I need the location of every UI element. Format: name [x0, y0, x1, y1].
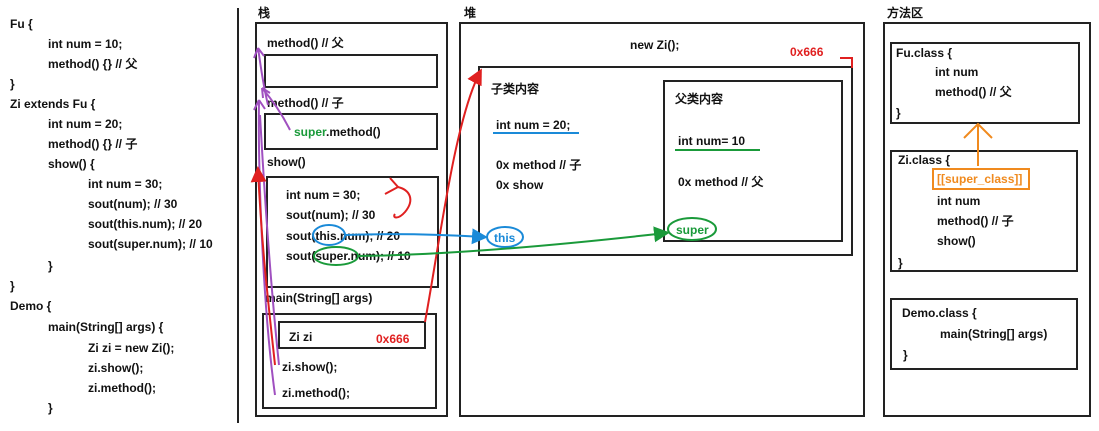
- demo-main: main(String[] args): [940, 327, 1048, 341]
- parent-num-underline: [675, 149, 760, 151]
- code-line: zi.show();: [88, 361, 144, 375]
- parent-content-title: 父类内容: [675, 92, 724, 106]
- super-call: super.method(): [294, 125, 381, 139]
- zi-method: method() // 子: [937, 214, 1014, 228]
- main-call: zi.method();: [282, 386, 350, 400]
- code-line: sout(this.num); // 20: [88, 217, 202, 231]
- child-num: int num = 20;: [496, 118, 571, 132]
- child-show: 0x show: [496, 178, 544, 192]
- zi-num: int num: [937, 194, 981, 208]
- show-line: int num = 30;: [286, 188, 361, 202]
- this-tag: this: [494, 231, 516, 245]
- new-object-label: new Zi();: [630, 38, 680, 52]
- demo-close: }: [903, 348, 908, 362]
- local-var-label: Zi zi: [289, 330, 313, 344]
- zi-class-label: Zi.class {: [898, 153, 951, 167]
- zi-close: }: [898, 256, 903, 270]
- code-line: }: [10, 77, 15, 91]
- heap-title: 堆: [464, 6, 477, 20]
- code-line: main(String[] args) {: [48, 320, 164, 334]
- fu-num: int num: [935, 65, 979, 79]
- frame-method-parent: [264, 54, 438, 88]
- method-area-title: 方法区: [887, 6, 924, 20]
- frame-method-child-label: method() // 子: [267, 96, 344, 110]
- divider: [237, 8, 239, 423]
- frame-show-label: show(): [267, 155, 306, 169]
- code-line: }: [10, 279, 15, 293]
- show-line: sout(super.num); // 10: [286, 249, 411, 263]
- code-line: Demo {: [10, 299, 52, 313]
- main-call: zi.show();: [282, 360, 338, 374]
- super-call-rest: .method(): [326, 125, 381, 139]
- code-line: int num = 20;: [48, 117, 123, 131]
- code-line: zi.method();: [88, 381, 156, 395]
- this-keyword: this: [315, 229, 337, 243]
- code-line: method() {} // 父: [48, 57, 138, 71]
- stack-title: 栈: [258, 6, 271, 20]
- super-class-box: [932, 168, 1030, 190]
- show-line: sout(this.num); // 20: [286, 229, 401, 243]
- fu-close: }: [896, 106, 901, 120]
- child-method: 0x method // 子: [496, 158, 582, 172]
- frame-method-parent-label: method() // 父: [267, 36, 344, 50]
- show-line: sout(num); // 30: [286, 208, 376, 222]
- fu-class-label: Fu.class {: [896, 46, 953, 60]
- super-keyword: super: [315, 249, 348, 263]
- code-line: sout(super.num); // 10: [88, 237, 213, 251]
- super-tag: super: [676, 223, 709, 237]
- demo-class-label: Demo.class {: [902, 306, 977, 320]
- code-line: int num = 30;: [88, 177, 163, 191]
- code-line: sout(num); // 30: [88, 197, 178, 211]
- local-var-addr: 0x666: [376, 332, 410, 346]
- code-line: }: [48, 259, 53, 273]
- frame-main-label: main(String[] args): [265, 291, 373, 305]
- super-class-label: [[super_class]]: [937, 172, 1023, 186]
- code-line: show() {: [48, 157, 95, 171]
- super-keyword: super: [294, 125, 327, 139]
- code-line: method() {} // 子: [48, 137, 138, 151]
- parent-method: 0x method // 父: [678, 175, 764, 189]
- demo-class-box: [890, 298, 1078, 370]
- child-num-underline: [493, 132, 579, 134]
- zi-class-box: [890, 150, 1078, 272]
- code-line: int num = 10;: [48, 37, 123, 51]
- child-content-title: 子类内容: [491, 82, 540, 96]
- parent-content-box: [663, 80, 843, 242]
- code-line: Fu {: [10, 17, 33, 31]
- code-line: }: [48, 401, 53, 415]
- fu-method: method() // 父: [935, 85, 1012, 99]
- code-line: Zi zi = new Zi();: [88, 341, 175, 355]
- method-area: [883, 22, 1091, 417]
- object-addr: 0x666: [790, 45, 824, 59]
- parent-num: int num= 10: [678, 134, 746, 148]
- code-line: Zi extends Fu {: [10, 97, 96, 111]
- zi-show: show(): [937, 234, 976, 248]
